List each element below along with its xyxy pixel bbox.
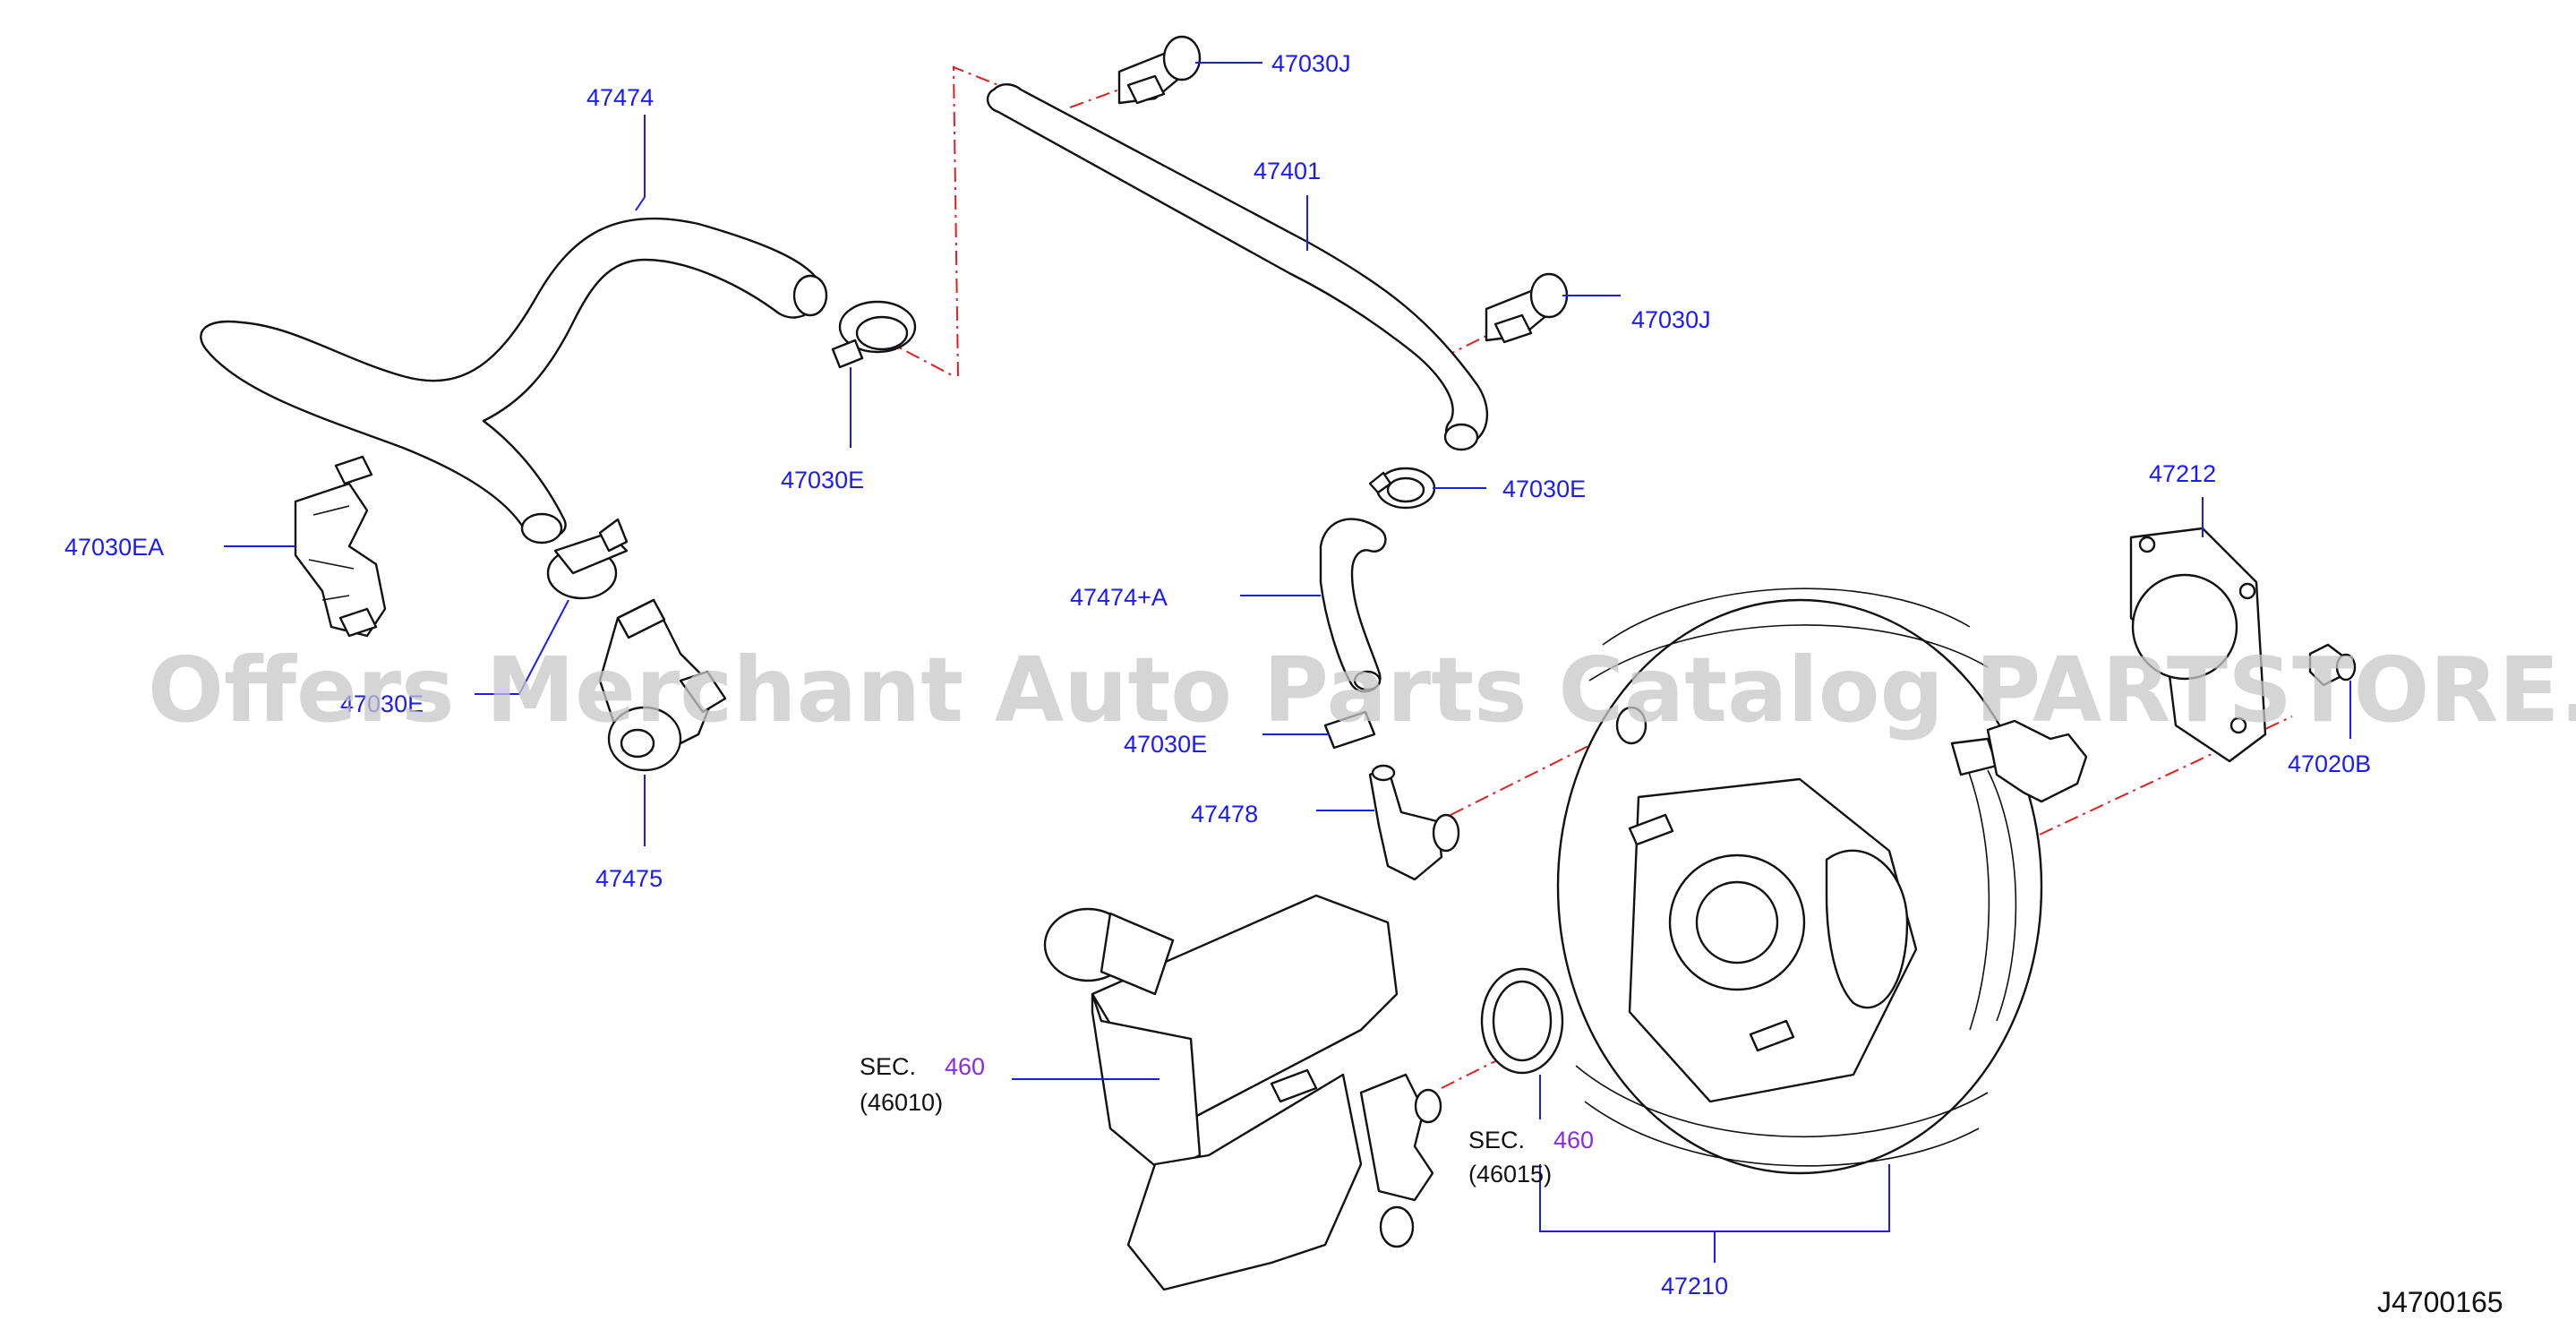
- hose-47474[interactable]: [200, 217, 828, 544]
- clip-47030ea[interactable]: [294, 455, 387, 638]
- fitting-47475[interactable]: [598, 598, 727, 772]
- label-47475[interactable]: 47475: [595, 865, 663, 892]
- label-47030e-a[interactable]: 47030E: [781, 467, 864, 493]
- label-47030e-d[interactable]: 47030E: [1124, 731, 1207, 758]
- clip-47030j-top[interactable]: [1117, 35, 1202, 105]
- sec-prefix: SEC.: [1468, 1127, 1525, 1153]
- label-47030e-c[interactable]: 47030E: [340, 690, 424, 717]
- label-47401[interactable]: 47401: [1254, 158, 1321, 184]
- nut-47020b[interactable]: [2308, 643, 2357, 687]
- label-47030j-mid[interactable]: 47030J: [1631, 306, 1711, 333]
- clamp-47030e-d[interactable]: [1323, 710, 1376, 750]
- label-47474[interactable]: 47474: [586, 84, 654, 111]
- sec-link-460[interactable]: 460: [1553, 1127, 1594, 1153]
- clamp-47030e-a[interactable]: [831, 300, 917, 369]
- clamp-47030e-b[interactable]: [546, 518, 629, 600]
- label-47030j-top[interactable]: 47030J: [1271, 50, 1351, 77]
- gasket-47212[interactable]: [2129, 527, 2267, 763]
- label-47030ea[interactable]: 47030EA: [64, 534, 164, 561]
- clip-47030j-mid[interactable]: [1485, 272, 1569, 344]
- label-47020b[interactable]: 47020B: [2288, 750, 2371, 777]
- sec-ref-46015: SEC. 460 (46015): [1468, 1127, 1594, 1188]
- grommet-46015[interactable]: [1480, 967, 1564, 1075]
- watermark: Offers Merchant Auto Parts Catalog PARTS…: [148, 638, 2576, 742]
- brake-booster-47210[interactable]: [1556, 587, 2088, 1175]
- sec-ref-number: (46010): [860, 1089, 943, 1116]
- label-47212[interactable]: 47212: [2149, 460, 2216, 487]
- part-labels: 47474 47030J 47401 47030J 47030E 47030E …: [64, 50, 2371, 1299]
- sec-link-460[interactable]: 460: [945, 1053, 985, 1080]
- fitting-47478[interactable]: [1368, 764, 1460, 881]
- leader-lines: [224, 62, 2351, 1263]
- label-47474a[interactable]: 47474+A: [1070, 584, 1168, 611]
- hose-47474a[interactable]: [1319, 518, 1387, 693]
- tube-47401[interactable]: [986, 83, 1489, 451]
- sec-ref-number: (46015): [1468, 1161, 1552, 1188]
- master-cylinder-46010[interactable]: [1043, 894, 1442, 1291]
- label-47478[interactable]: 47478: [1191, 801, 1258, 827]
- sec-ref-46010: SEC. 460 (46010): [860, 1053, 985, 1116]
- diagram-code: J4700165: [2377, 1286, 2503, 1318]
- sec-prefix: SEC.: [860, 1053, 916, 1080]
- label-47210[interactable]: 47210: [1661, 1273, 1728, 1299]
- clamp-47030e-c[interactable]: [1368, 467, 1436, 510]
- label-47030e-b[interactable]: 47030E: [1502, 476, 1586, 502]
